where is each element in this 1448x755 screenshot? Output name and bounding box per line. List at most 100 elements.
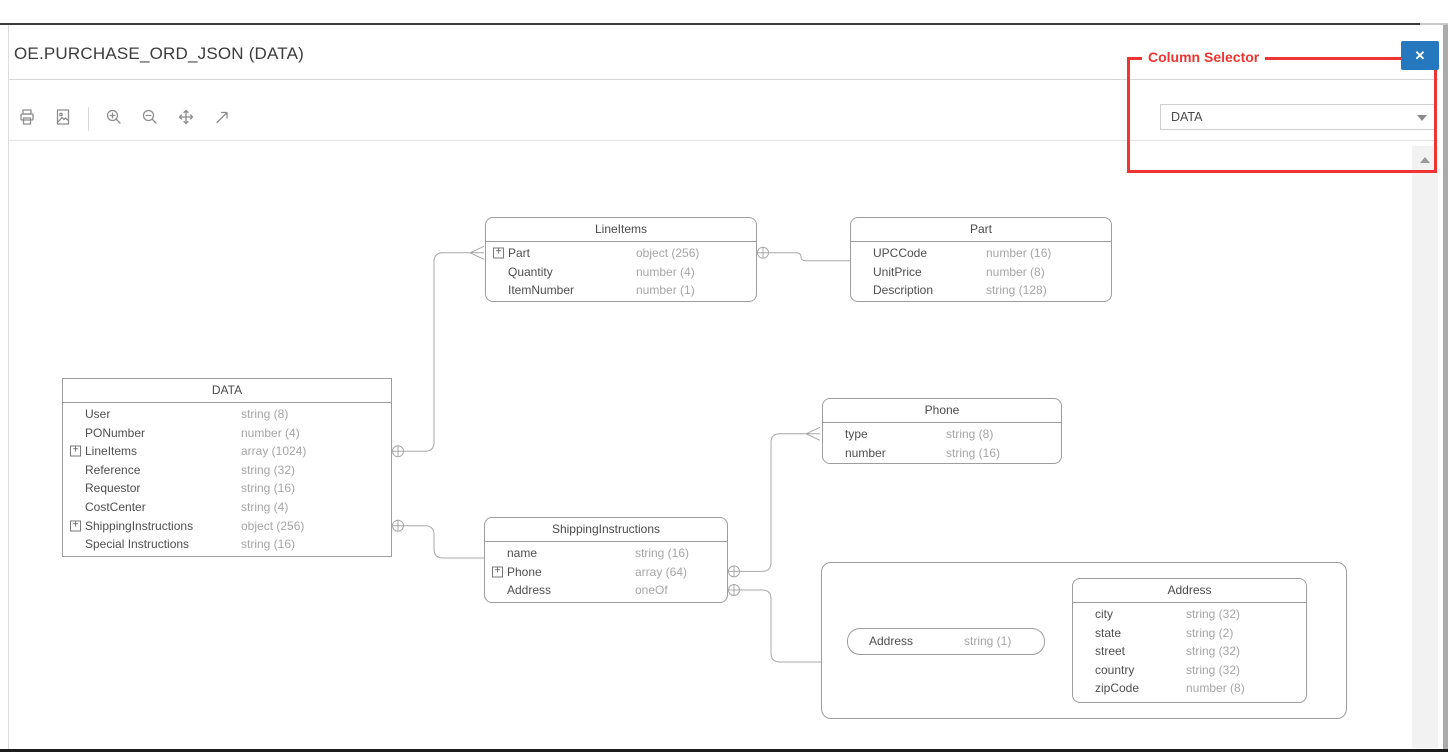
- connector-data-shippinginstructions: [392, 519, 485, 559]
- entity-title: DATA: [63, 379, 391, 403]
- entity-title: Address: [1073, 579, 1306, 603]
- field-type: number (1): [636, 283, 695, 298]
- chevron-down-icon: [1417, 115, 1427, 121]
- expand-icon[interactable]: [492, 566, 503, 578]
- field-name: Special Instructions: [85, 537, 190, 552]
- field-type: string (1): [964, 634, 1012, 648]
- field-row: Quantity number (4): [486, 263, 756, 282]
- connector-data-lineitems: [392, 245, 485, 458]
- field-name: city: [1095, 607, 1113, 621]
- field-type: string (32): [241, 462, 296, 477]
- field-type: array (64): [635, 564, 688, 579]
- field-type: string (32): [1186, 644, 1241, 659]
- field-name: Address: [507, 583, 552, 598]
- field-type: number (16): [986, 246, 1052, 260]
- field-type: object (256): [241, 518, 305, 533]
- field-type: string (128): [986, 283, 1047, 298]
- field-type: array (1024): [241, 444, 307, 459]
- circle-plus-icon: [392, 445, 404, 458]
- field-name: ItemNumber: [508, 283, 575, 298]
- field-row: Description string (128): [851, 281, 1111, 300]
- fit-to-window-icon: [212, 107, 232, 132]
- zoom-out-icon: [140, 107, 160, 132]
- field-name: zipCode: [1095, 681, 1140, 696]
- circle-plus-icon: [728, 565, 740, 578]
- connector-shippinginstructions-address: [728, 584, 822, 663]
- export-image-icon: [53, 107, 73, 132]
- field-name: Requestor: [85, 481, 141, 496]
- entity-title: Phone: [823, 399, 1061, 423]
- field-type: oneOf: [635, 583, 668, 598]
- field-name: ShippingInstructions: [85, 518, 194, 533]
- column-selector-dropdown[interactable]: DATA: [1160, 104, 1437, 130]
- field-name: Quantity: [508, 264, 553, 279]
- field-row: ShippingInstructions object (256): [63, 517, 391, 536]
- print-button[interactable]: [14, 106, 40, 132]
- field-name: type: [845, 427, 868, 441]
- oneof-option-address[interactable]: Address string (1): [847, 628, 1045, 655]
- field-type: string (16): [241, 481, 296, 496]
- field-name: street: [1095, 644, 1126, 659]
- expand-icon[interactable]: [493, 247, 504, 259]
- print-icon: [17, 107, 37, 132]
- scroll-up-button[interactable]: [1412, 150, 1438, 170]
- field-name: state: [1095, 625, 1122, 640]
- window-right-edge: [1443, 25, 1448, 749]
- circle-plus-icon: [392, 519, 404, 532]
- circle-plus-icon: [728, 584, 740, 596]
- zoom-out-button[interactable]: [137, 106, 163, 132]
- field-name: Reference: [85, 462, 141, 477]
- field-type: string (16): [946, 445, 1001, 460]
- close-button[interactable]: ✕: [1401, 41, 1439, 70]
- expand-icon[interactable]: [70, 520, 81, 532]
- field-row: Requestor string (16): [63, 479, 391, 498]
- toolbar-separator: [88, 107, 89, 131]
- field-row: type string (8): [823, 425, 1061, 444]
- field-type: number (8): [986, 264, 1045, 279]
- fit-to-window-button[interactable]: [209, 106, 235, 132]
- vertical-scrollbar[interactable]: [1412, 146, 1438, 748]
- entity-title: ShippingInstructions: [485, 518, 727, 542]
- column-selector-value: DATA: [1171, 110, 1203, 124]
- field-type: string (4): [241, 499, 289, 514]
- field-type: string (2): [1186, 625, 1234, 640]
- connector-lineitems-part: [757, 246, 851, 262]
- field-row: ItemNumber number (1): [486, 281, 756, 300]
- expand-icon[interactable]: [70, 445, 81, 457]
- export-image-button[interactable]: [50, 106, 76, 132]
- field-name: PONumber: [85, 425, 146, 440]
- pan-icon: [176, 107, 196, 132]
- window-top-border-right: [1420, 23, 1448, 25]
- connector-shippinginstructions-phone: [728, 426, 821, 578]
- field-name: Description: [873, 283, 934, 298]
- pan-button[interactable]: [173, 106, 199, 132]
- field-type: string (8): [946, 427, 994, 441]
- zoom-in-button[interactable]: [101, 106, 127, 132]
- crowsfoot-icon: [469, 245, 485, 260]
- field-type: number (4): [636, 264, 695, 279]
- circle-plus-icon: [757, 246, 769, 259]
- field-row: street string (32): [1073, 642, 1306, 661]
- field-name: Address: [869, 634, 914, 648]
- field-row: Reference string (32): [63, 461, 391, 480]
